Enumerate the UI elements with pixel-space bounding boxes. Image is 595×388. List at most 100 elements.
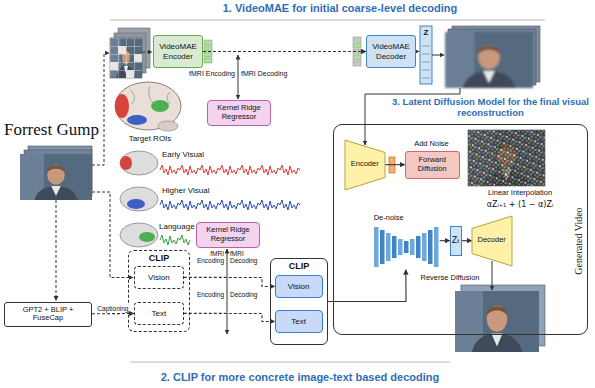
unet-layer: [380, 230, 385, 264]
unet-layer: [416, 236, 421, 258]
flow-label-box: fMRI Decoding: [230, 250, 264, 265]
node-label: Kernel Ridge Regressor: [210, 104, 268, 121]
roi-label: Early Visual: [162, 150, 242, 159]
regression-link: [227, 249, 228, 334]
brain-icon: [120, 187, 158, 211]
node-label: Text: [151, 309, 166, 318]
step-label: Linear Interpolation: [470, 189, 570, 198]
encoder-block: VideoMAE Encoder: [153, 35, 203, 68]
unet-layer: [398, 239, 403, 255]
diffusion-box: Forward Diffusion: [405, 151, 460, 179]
step-label-box: Reverse Diffusion: [415, 274, 485, 283]
coarse-output-image: [445, 26, 540, 88]
brain-icon: [120, 223, 158, 247]
node-label: Vision: [288, 282, 310, 291]
section-title-box: 2. CLIP for more concrete image-text bas…: [60, 371, 540, 384]
token: [204, 52, 212, 57]
flow-label-box: Decoding: [230, 291, 261, 298]
flow-label: fMRI Decoding: [230, 250, 264, 265]
unet-block: De-noise: [372, 212, 440, 270]
token: [204, 46, 212, 51]
formula: αZᵢ₊₁ + (1 − α)Zᵢ: [470, 200, 570, 209]
noisy-latent-image: [468, 130, 545, 186]
node-label: De-noise: [374, 214, 404, 223]
cerebellum: [158, 121, 178, 131]
latent-lines: [422, 46, 430, 78]
step-label: Reverse Diffusion: [415, 274, 485, 283]
section-title: 2. CLIP for more concrete image-text bas…: [60, 371, 540, 384]
flow-arrow: [142, 52, 152, 53]
node-label: Zₜ: [452, 236, 460, 245]
step-label: Add Noise: [400, 140, 463, 149]
flow-label: fMRI Encoding: [180, 70, 235, 78]
decoder-trapezoid: Decoder: [472, 216, 512, 266]
flow-arrow: [56, 200, 57, 301]
roi-patch: [127, 199, 145, 209]
flow-label: fMRI Decoding: [241, 70, 301, 78]
node-label: Decoder: [478, 236, 506, 245]
noise-border: [468, 130, 545, 186]
roi-label-box: Higher Visual: [162, 186, 242, 195]
regression-link: [238, 55, 239, 99]
clip-frame: CLIP VisionText: [270, 258, 328, 345]
flow-label: Encoding: [190, 291, 224, 298]
roi-label: Higher Visual: [162, 186, 242, 195]
node-label: CLIP: [149, 253, 170, 263]
latent-bar: [420, 26, 432, 84]
patch-frame: [110, 38, 142, 78]
clip-vision-box: Vision: [275, 275, 323, 298]
unet-layer: [428, 230, 433, 264]
clip-text-box: Text: [275, 310, 323, 333]
roi-heading-box: Target ROIs: [112, 134, 188, 143]
unet-layer: [374, 227, 379, 267]
node-label: VideoMAE Encoder: [156, 42, 200, 60]
node-label: VideoMAE Decoder: [369, 42, 413, 60]
video-frame: [20, 154, 92, 200]
flow-label-box: fMRI Decoding: [241, 70, 301, 78]
stimulus-title-box: Forrest Gump: [4, 120, 114, 140]
connector: [462, 240, 472, 241]
formula-box: αZᵢ₊₁ + (1 − α)Zᵢ: [470, 200, 570, 209]
connector: [203, 51, 366, 52]
edge-label: Captioning: [96, 304, 129, 311]
regressor-box: Kernel Ridge Regressor: [207, 100, 271, 126]
node-label: Forward Diffusion: [408, 156, 457, 173]
higher-visual-roi: [127, 115, 147, 125]
connector: [328, 270, 406, 302]
flow-arrow: [492, 261, 493, 290]
trapezoid-outline: [472, 216, 512, 266]
sulci: [130, 86, 170, 104]
section-title: 1. VideoMAE for initial coarse-level dec…: [150, 2, 530, 15]
flow-label: Decoding: [230, 291, 261, 298]
regressor-box: Kernel Ridge Regressor: [196, 222, 260, 248]
stimulus-title: Forrest Gump: [4, 120, 114, 140]
roi-label-box: Language: [159, 222, 199, 231]
node-label: Vision: [148, 273, 170, 282]
early-visual-roi: [115, 94, 129, 118]
connector: [385, 164, 405, 165]
latent-bar: Zₜ: [450, 226, 462, 256]
step-label-box: Add Noise: [400, 140, 463, 149]
roi-label-box: Early Visual: [162, 150, 242, 159]
decoder-block: VideoMAE Decoder: [366, 35, 416, 68]
roi-label: Language: [159, 222, 199, 231]
node-label: CLIP: [289, 261, 310, 271]
caption-box: GPT2 + BLIP + FuseCap: [4, 302, 92, 327]
node-label: GPT2 + BLIP + FuseCap: [7, 306, 89, 323]
signal-wave: [160, 235, 190, 245]
masked-patch: [134, 54, 142, 62]
noise-image: [468, 130, 545, 186]
unet-layer: [434, 227, 439, 267]
generated-video-image: [455, 285, 545, 352]
roi-patch: [139, 232, 155, 242]
flow-arrow: [92, 192, 133, 278]
masked-patch: [126, 70, 134, 78]
flow-label: fMRI Encoding: [190, 250, 224, 265]
section-title-box: 1. VideoMAE for initial coarse-level dec…: [150, 2, 530, 15]
clip-vision-box: Vision: [134, 266, 184, 289]
movie-frames: [20, 146, 92, 200]
token: [353, 55, 361, 60]
encoder-trapezoid: Encoder: [345, 140, 385, 190]
connector: [184, 313, 275, 321]
signal-wave: [160, 165, 300, 175]
